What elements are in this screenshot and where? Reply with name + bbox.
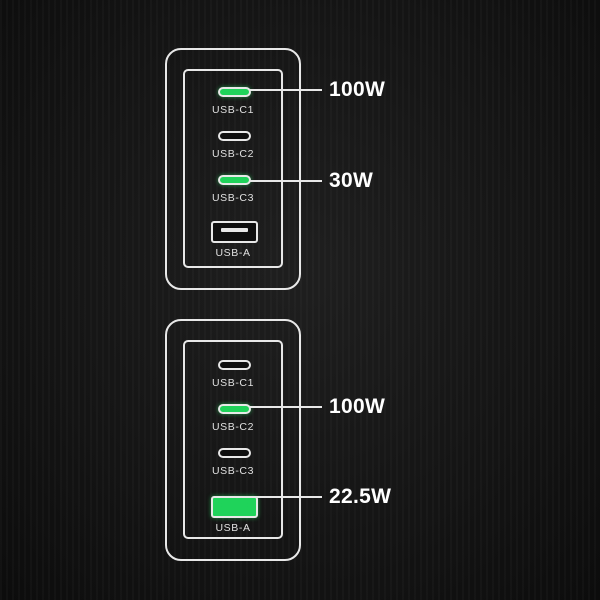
port-label: USB-C3: [211, 192, 255, 204]
callout-line: [250, 180, 322, 182]
callout-line: [255, 496, 322, 498]
output-label: 22.5W: [329, 485, 392, 508]
usb-c-port-icon: [218, 87, 251, 97]
charger-top: USB-C1 USB-C2 USB-C3 USB-A: [165, 48, 301, 290]
port-label: USB-A: [215, 247, 251, 259]
port-label: USB-A: [215, 522, 251, 534]
usb-a-port-icon: [211, 221, 258, 243]
usb-c-port-icon: [218, 360, 251, 370]
output-label: 100W: [329, 395, 386, 418]
usb-a-port-icon: [211, 496, 258, 518]
usb-c-port-icon: [218, 175, 251, 185]
callout-line: [250, 89, 322, 91]
port-label: USB-C1: [211, 104, 255, 116]
output-label: 100W: [329, 78, 386, 101]
usb-c-port-icon: [218, 131, 251, 141]
port-panel: USB-C1 USB-C2 USB-C3 USB-A: [183, 340, 283, 539]
charger-bottom: USB-C1 USB-C2 USB-C3 USB-A: [165, 319, 301, 561]
callout-line: [250, 406, 322, 408]
port-label: USB-C1: [211, 377, 255, 389]
port-label: USB-C2: [211, 148, 255, 160]
usb-c-port-icon: [218, 404, 251, 414]
port-panel: USB-C1 USB-C2 USB-C3 USB-A: [183, 69, 283, 268]
port-label: USB-C2: [211, 421, 255, 433]
port-label: USB-C3: [211, 465, 255, 477]
usb-c-port-icon: [218, 448, 251, 458]
output-label: 30W: [329, 169, 374, 192]
